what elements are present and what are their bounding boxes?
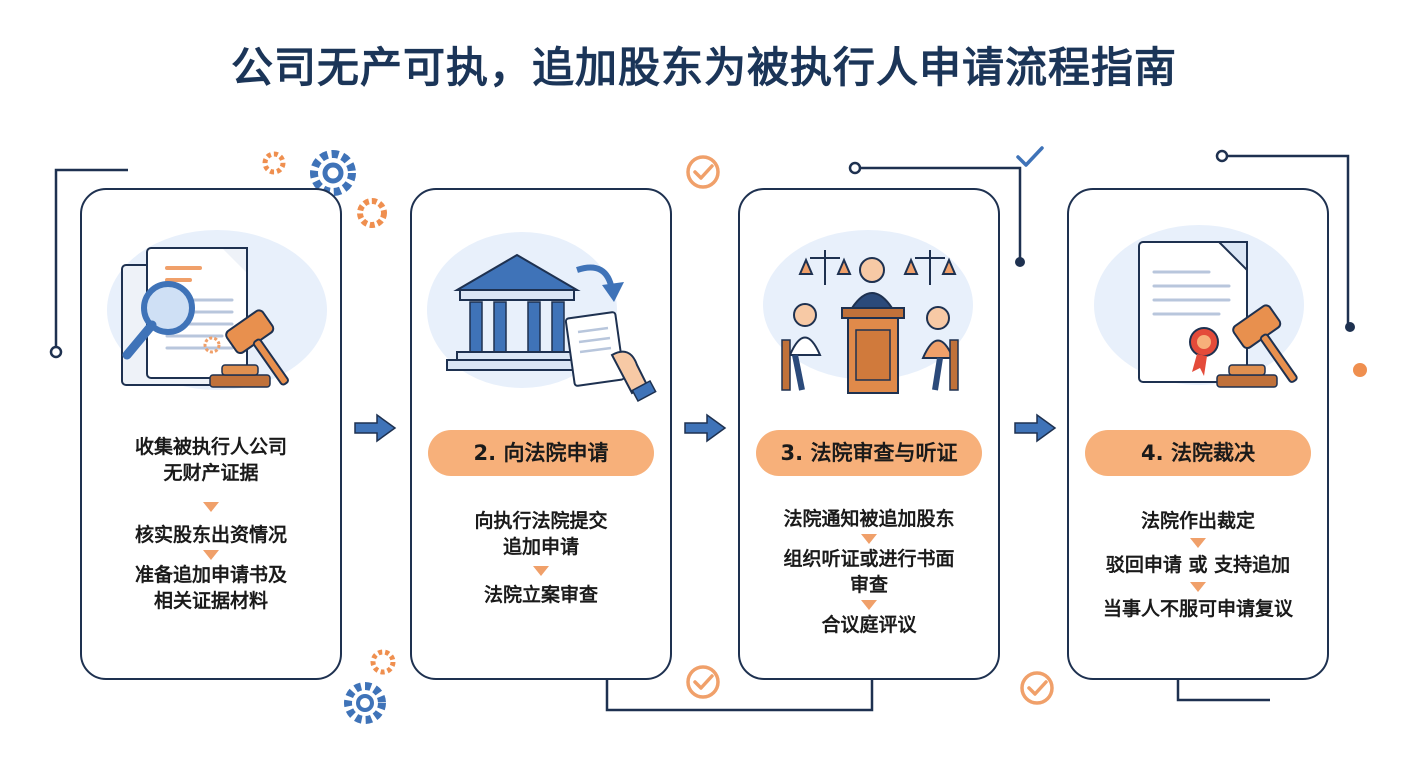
step-item: 当事人不服可申请复议 — [1102, 598, 1293, 620]
court-hearing-icon — [763, 230, 973, 394]
step-card-2: 2. 向法院申请 向执行法院提交 追加申请 法院立案审查 — [410, 188, 672, 680]
step-item: 法院作出裁定 — [1140, 510, 1255, 532]
right-arrow-icon — [1014, 413, 1057, 443]
gear-icon — [310, 150, 356, 196]
step-item: 法院通知被追加股东 — [783, 508, 955, 530]
step-heading-4: 4. 法院裁决 — [1085, 430, 1311, 476]
step-item: 合议庭评议 — [821, 614, 917, 636]
step-card-3: 3. 法院审查与听证 法院通知被追加股东 组织听证或进行书面 审查 合议庭评议 — [738, 188, 1000, 680]
down-triangle-icon — [203, 550, 219, 560]
down-triangle-icon — [203, 502, 219, 512]
step-list-1: 收集被执行人公司 无财产证据 核实股东出资情况 准备追加申请书及 相关证据材料 — [88, 434, 334, 614]
down-triangle-icon — [861, 534, 877, 544]
down-triangle-icon — [861, 600, 877, 610]
page-title: 公司无产可执，追加股东为被执行人申请流程指南 — [230, 43, 1177, 92]
down-triangle-icon — [1190, 582, 1206, 592]
down-triangle-icon — [1190, 538, 1206, 548]
step-heading-2: 2. 向法院申请 — [428, 430, 654, 476]
step-item: 准备追加申请书及 相关证据材料 — [134, 564, 287, 612]
step-card-4: 4. 法院裁决 法院作出裁定 驳回申请 或 支持追加 当事人不服可申请复议 — [1067, 188, 1329, 680]
ruling-document-icon — [1094, 225, 1304, 388]
right-arrow-icon — [684, 413, 727, 443]
step-list-3: 法院通知被追加股东 组织听证或进行书面 审查 合议庭评议 — [746, 506, 992, 638]
gear-icon — [344, 682, 386, 724]
gear-icon — [262, 151, 396, 675]
step-item: 驳回申请 或 支持追加 — [1105, 554, 1291, 576]
step-list-2: 向执行法院提交 追加申请 法院立案审查 — [418, 508, 664, 608]
step-item: 核实股东出资情况 — [134, 524, 287, 546]
check-icon — [1016, 146, 1044, 167]
down-triangle-icon — [533, 566, 549, 576]
right-arrow-icon — [354, 413, 397, 443]
step-item: 向执行法院提交 追加申请 — [474, 510, 608, 558]
step-heading-3: 3. 法院审查与听证 — [756, 430, 982, 476]
step-item: 收集被执行人公司 无财产证据 — [134, 436, 287, 484]
check-icon — [686, 155, 1054, 705]
step-item: 法院立案审查 — [483, 584, 598, 606]
step-list-4: 法院作出裁定 驳回申请 或 支持追加 当事人不服可申请复议 — [1075, 508, 1321, 622]
courthouse-submit-icon — [427, 232, 657, 403]
evidence-search-icon — [107, 230, 327, 390]
step-card-1: 收集被执行人公司 无财产证据 核实股东出资情况 准备追加申请书及 相关证据材料 — [80, 188, 342, 680]
step-item: 组织听证或进行书面 审查 — [783, 548, 955, 596]
